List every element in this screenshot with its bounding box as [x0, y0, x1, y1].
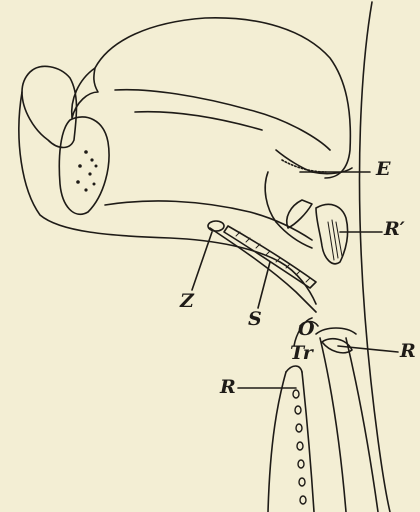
trachea-left-wall	[268, 372, 286, 512]
label-O: O	[298, 320, 315, 339]
esophagus-left	[320, 338, 346, 512]
label-R-prime: R′	[384, 220, 405, 239]
vocal-fold-b	[316, 204, 348, 263]
vocal-fold-hatch	[328, 220, 342, 260]
label-Tr: Tr	[290, 344, 313, 363]
label-E: E	[376, 160, 390, 179]
head-outline	[95, 18, 350, 178]
esophagus-top	[316, 328, 356, 334]
s-hatch	[236, 232, 310, 282]
label-Z: Z	[180, 292, 194, 311]
palate-line	[105, 201, 312, 240]
epiglottis-fold	[265, 172, 312, 248]
trachea-rings	[293, 390, 306, 504]
jaw-oval	[59, 117, 109, 214]
epiglottis-shade	[282, 160, 326, 172]
label-S: S	[248, 310, 262, 329]
epiglottis	[276, 150, 352, 174]
vocal-fold-a	[287, 200, 312, 228]
label-R-left: R	[220, 378, 236, 397]
lip-outline	[22, 66, 77, 147]
trachea-top	[286, 366, 302, 372]
inner-curve-2	[135, 112, 262, 130]
jaw-dots	[76, 150, 97, 191]
esophagus-right	[346, 338, 378, 512]
label-R-right: R	[400, 342, 416, 361]
leader-S	[258, 262, 270, 308]
trachea-right-wall	[302, 372, 314, 512]
z-ring	[208, 221, 224, 231]
spine-outline	[360, 2, 391, 512]
